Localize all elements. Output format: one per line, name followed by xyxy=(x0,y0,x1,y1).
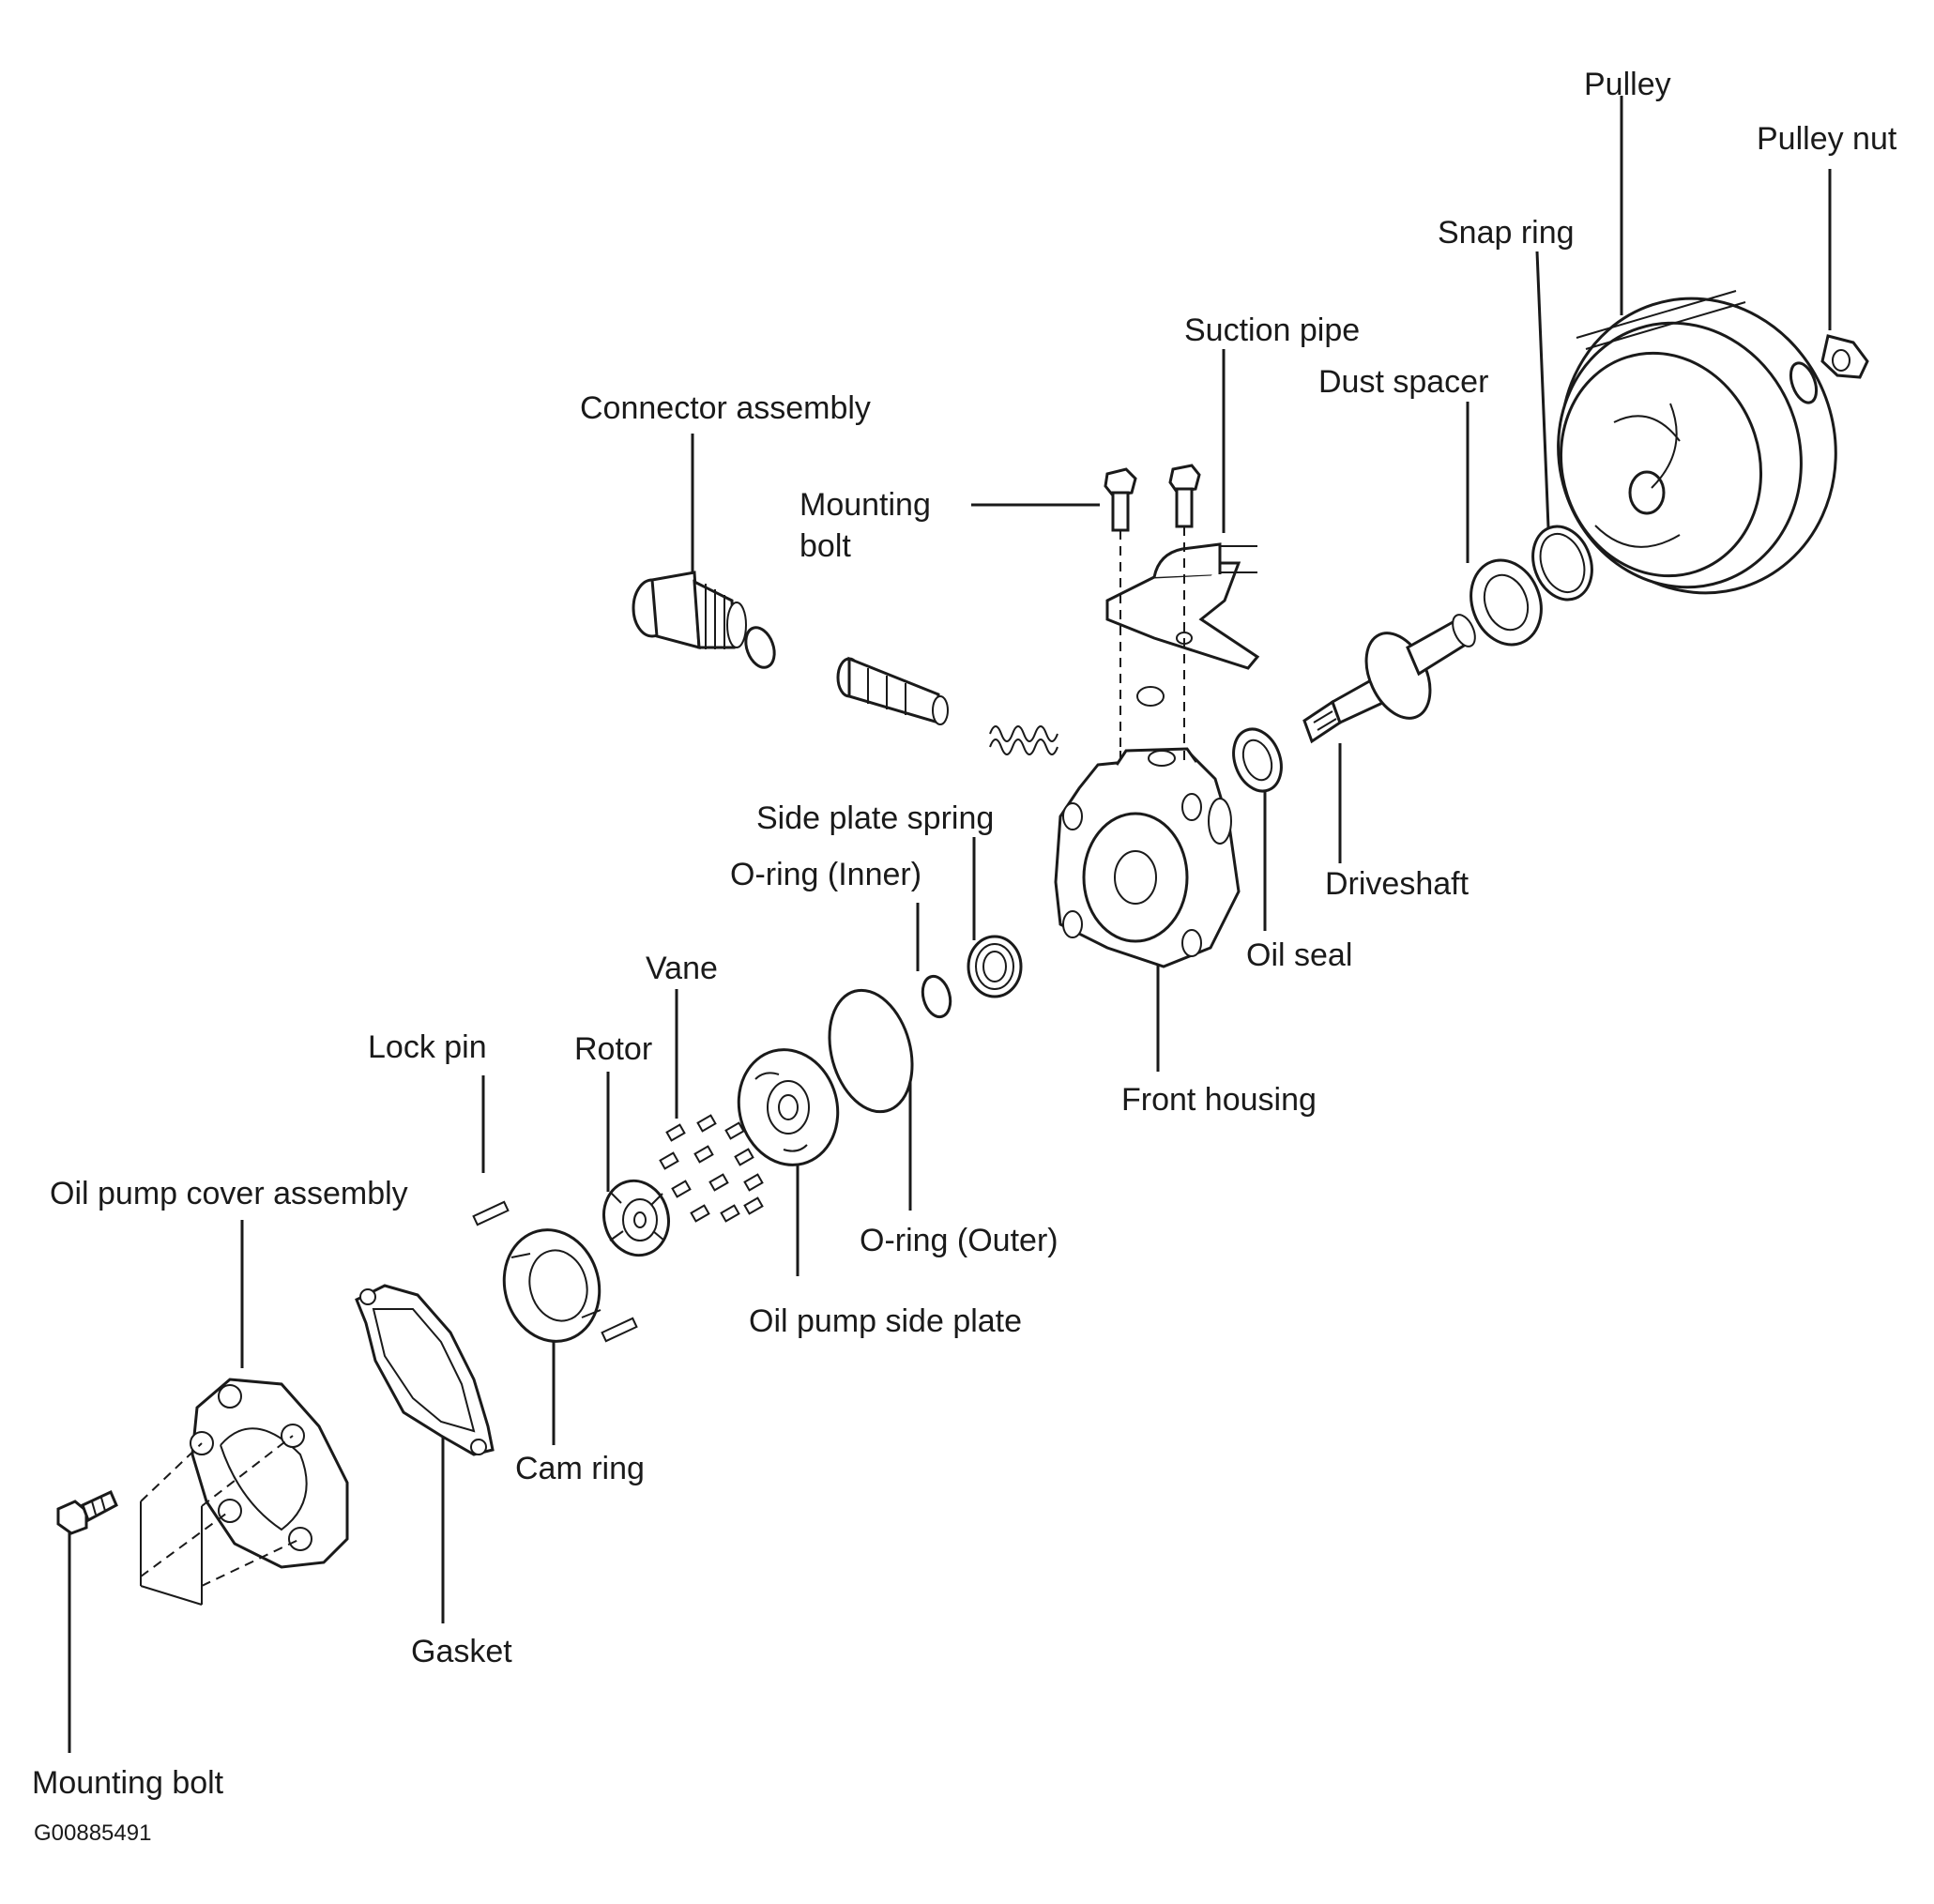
o-ring-outer-part xyxy=(828,988,914,1114)
pulley-nut-part xyxy=(1789,334,1869,404)
rotor-part xyxy=(602,1179,670,1257)
side-plate-spring-part xyxy=(967,935,1023,998)
mounting-bolts-top-part xyxy=(1104,464,1201,751)
label-mounting-bolt-top-line1: Mounting xyxy=(799,487,931,523)
gasket-part xyxy=(355,1284,495,1456)
lock-pins-part xyxy=(472,1200,638,1343)
label-front-housing: Front housing xyxy=(1121,1082,1317,1118)
flow-control-valve-part xyxy=(836,656,949,725)
label-oil-seal: Oil seal xyxy=(1246,937,1353,973)
label-rotor: Rotor xyxy=(574,1031,653,1067)
label-oil-pump-side-plate: Oil pump side plate xyxy=(749,1303,1023,1339)
figure-code: G00885491 xyxy=(34,1820,152,1846)
oil-seal-part xyxy=(1232,727,1283,793)
label-gasket: Gasket xyxy=(411,1634,512,1669)
leader-snap-ring xyxy=(1535,251,1550,528)
label-pulley-nut: Pulley nut xyxy=(1757,121,1897,157)
label-vane: Vane xyxy=(646,951,718,986)
oil-pump-side-plate-part xyxy=(737,1048,840,1166)
label-driveshaft: Driveshaft xyxy=(1325,866,1470,902)
suction-pipe-part xyxy=(1105,542,1260,670)
label-mounting-bolt-top-line2: bolt xyxy=(799,528,851,564)
front-housing-part xyxy=(1054,747,1241,968)
driveshaft-part xyxy=(1302,614,1476,744)
o-ring-inner-part xyxy=(921,974,952,1019)
label-oil-pump-cover-assembly: Oil pump cover assembly xyxy=(50,1176,408,1211)
snap-ring-part xyxy=(1531,525,1593,602)
cam-ring-part xyxy=(502,1228,602,1343)
flow-valve-spring-part xyxy=(989,725,1058,755)
housing-alignment-lines xyxy=(1119,751,1185,765)
connector-assembly-part xyxy=(632,571,776,669)
oil-pump-cover-part xyxy=(140,1378,349,1606)
dust-spacer-part xyxy=(1470,558,1543,647)
mounting-bolt-bottom-part xyxy=(56,1489,118,1535)
label-cam-ring: Cam ring xyxy=(515,1451,645,1486)
leader-lines xyxy=(68,96,1832,1753)
label-o-ring-outer: O-ring (Outer) xyxy=(860,1223,1058,1258)
label-pulley: Pulley xyxy=(1584,67,1671,102)
label-mounting-bolt-bottom: Mounting bolt xyxy=(32,1765,224,1801)
label-suction-pipe: Suction pipe xyxy=(1184,312,1361,348)
label-o-ring-inner: O-ring (Inner) xyxy=(730,857,922,892)
vanes-part xyxy=(659,1114,764,1223)
pulley-part xyxy=(1557,290,1837,595)
label-dust-spacer: Dust spacer xyxy=(1318,364,1489,400)
label-snap-ring: Snap ring xyxy=(1438,215,1575,251)
label-side-plate-spring: Side plate spring xyxy=(756,800,995,836)
label-lock-pin: Lock pin xyxy=(368,1029,487,1065)
label-connector-assembly: Connector assembly xyxy=(580,390,871,426)
